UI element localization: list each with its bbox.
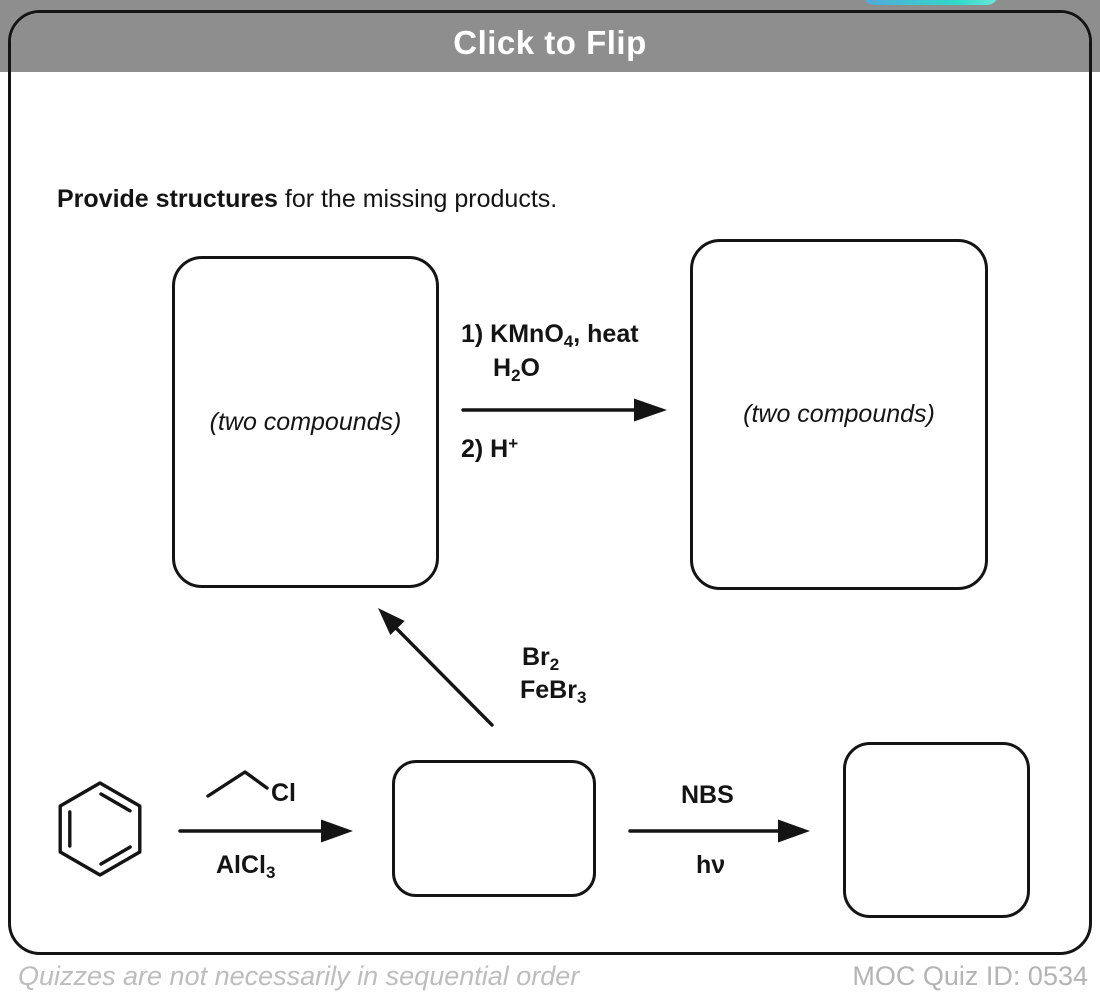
ethyl-chloride-skeleton-icon [206, 770, 269, 798]
benzene-ring-icon [58, 781, 142, 877]
product-box-top-left: (two compounds) [172, 256, 439, 588]
product-box-bottom-right [843, 742, 1030, 918]
flip-button[interactable] [863, 0, 998, 5]
oxidation-solvent-label: H2O [493, 354, 540, 385]
light-conditions-label: hν [696, 851, 726, 879]
oxidation-step2-label: 2) H+ [461, 434, 519, 463]
flashcard-header[interactable]: Click to Flip [11, 13, 1089, 72]
footer-note: Quizzes are not necessarily in sequentia… [18, 961, 580, 991]
bromination-arrow-icon [394, 626, 494, 727]
product-box-top-right: (two compounds) [690, 239, 988, 590]
bromination-catalyst-label: FeBr3 [520, 676, 587, 707]
flashcard-title: Click to Flip [453, 23, 647, 61]
alkyl-halide-cl-label: Cl [271, 779, 296, 807]
alkylation-arrowhead-icon [321, 819, 353, 843]
product-box-top-left-label: (two compounds) [209, 407, 402, 436]
oxidation-step1-label: 1) KMnO4, heat [461, 320, 639, 351]
alkylation-catalyst-label: AlCl3 [216, 851, 276, 882]
instruction-bold: Provide structures [57, 185, 278, 213]
instruction-rest: for the missing products. [277, 185, 558, 213]
quiz-id: MOC Quiz ID: 0534 [852, 961, 1088, 991]
nbs-arrowhead-icon [778, 819, 810, 843]
instruction-text: Provide structures for the missing produ… [57, 185, 557, 214]
oxidation-arrowhead-icon [634, 398, 667, 422]
product-box-bottom-middle [392, 760, 596, 897]
nbs-reagent-label: NBS [681, 781, 734, 809]
bromination-arrowhead-icon [378, 608, 405, 635]
bromination-reagent-label: Br2 [522, 643, 560, 674]
product-box-top-right-label: (two compounds) [743, 400, 935, 428]
